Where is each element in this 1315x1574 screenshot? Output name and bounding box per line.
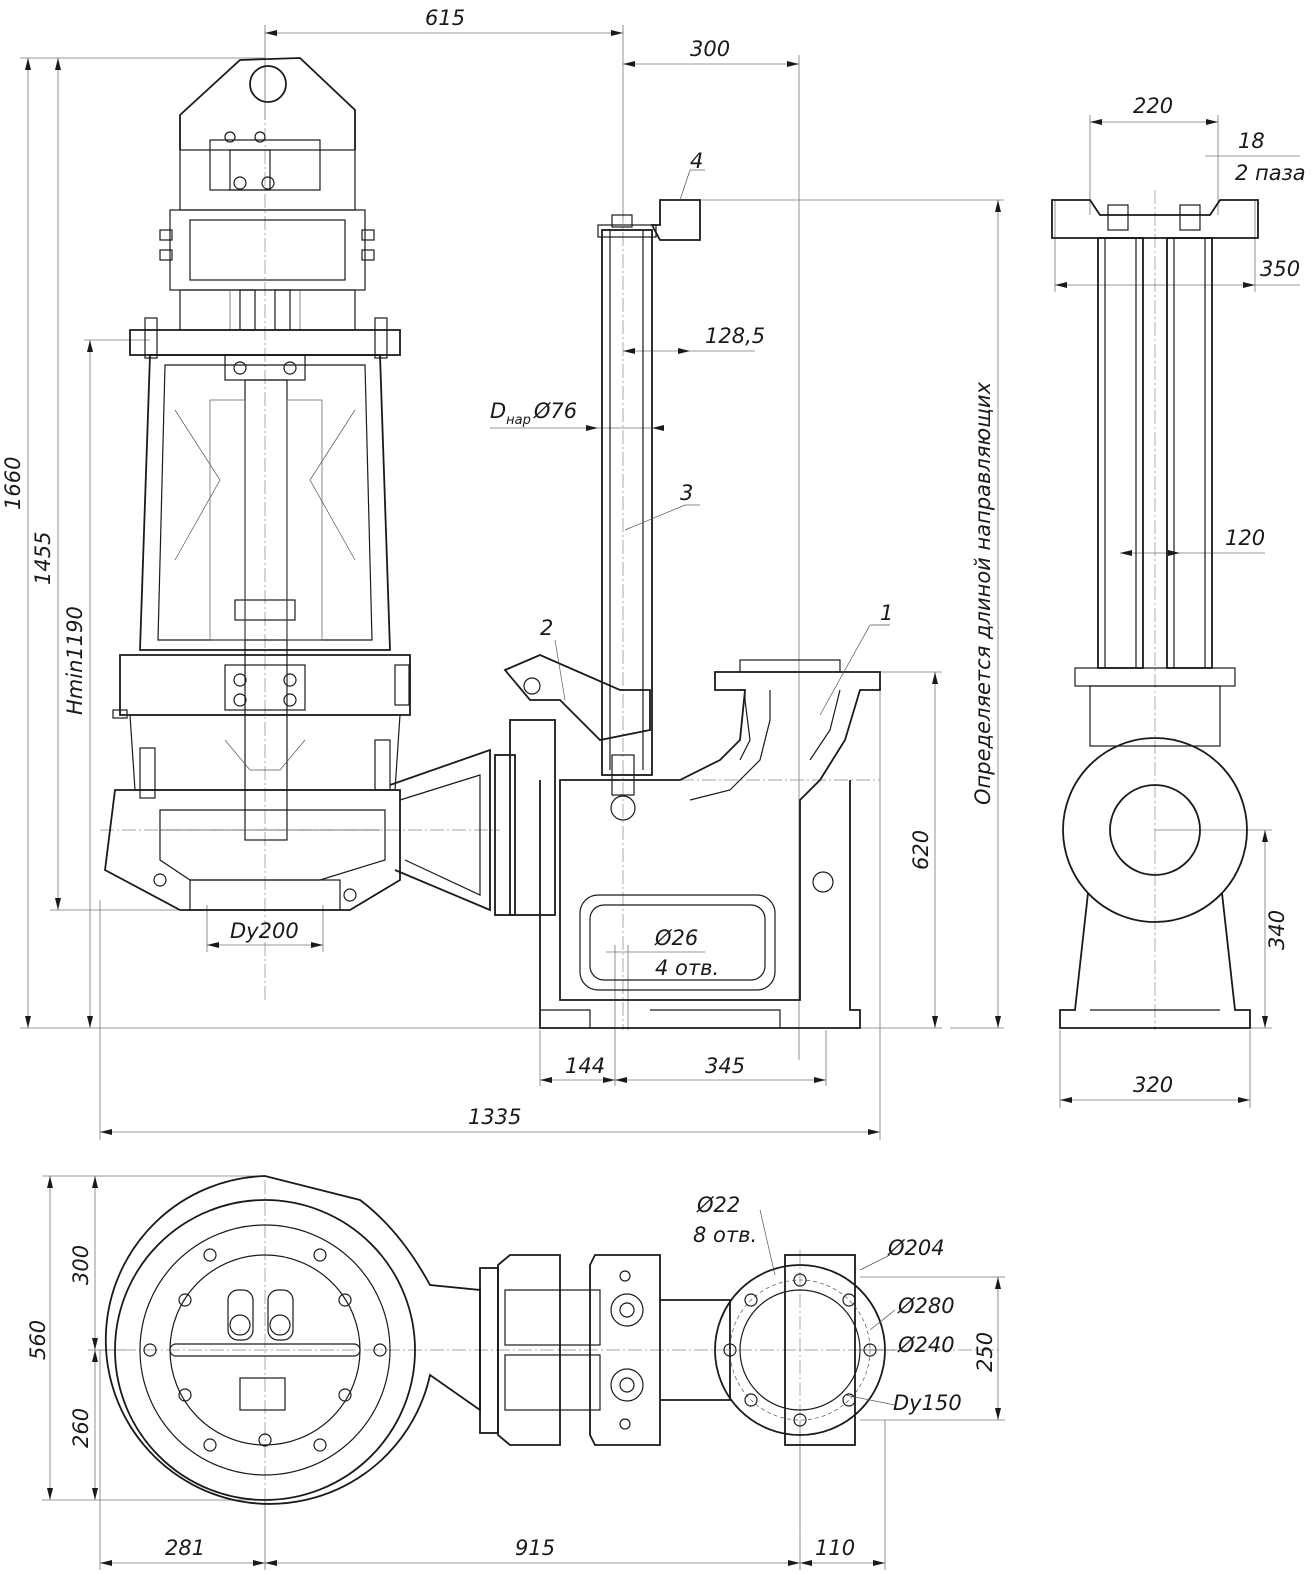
callout-1: 1 (880, 601, 893, 625)
side-view: 220 18 2 паза 350 120 340 320 (1051, 94, 1306, 1108)
side-body (1051, 190, 1259, 1030)
dim-dy200: Dy200 (230, 919, 299, 943)
coupling-assembly (494, 199, 881, 1029)
d-value: Ø76 (533, 399, 577, 423)
callout-4: 4 (690, 149, 703, 173)
side-dimension-lines (1054, 115, 1300, 1108)
dim-8-holes: 8 отв. (693, 1223, 757, 1247)
plan-body (100, 1175, 1000, 1570)
dim-281: 281 (165, 1536, 205, 1560)
dim-250: 250 (973, 1332, 997, 1372)
plan-view: 560 300 260 281 915 110 Ø22 8 отв. Ø204 … (26, 1175, 1005, 1570)
d-subscript: нар (506, 413, 531, 428)
dim-300: 300 (690, 37, 730, 61)
dim-220: 220 (1133, 94, 1173, 118)
dim-4-holes: 4 отв. (655, 956, 719, 980)
dim-18: 18 (1238, 129, 1265, 153)
guide-length-note: Определяется длиной направляющих (971, 381, 995, 805)
dim-2-slots: 2 паза (1235, 161, 1306, 185)
dim-1335: 1335 (468, 1105, 521, 1129)
dim-345: 345 (705, 1054, 745, 1078)
dim-350: 350 (1260, 257, 1300, 281)
dim-d280: Ø280 (897, 1294, 955, 1318)
side-arrows (1055, 119, 1268, 1103)
dim-260: 260 (69, 1408, 93, 1448)
dim-d22: Ø22 (696, 1193, 740, 1217)
callout-3: 3 (680, 481, 693, 505)
dim-d26: Ø26 (654, 926, 698, 950)
dim-dy150: Dy150 (893, 1391, 962, 1415)
dim-144: 144 (565, 1054, 605, 1078)
callout-2: 2 (540, 616, 553, 640)
dim-915: 915 (515, 1536, 555, 1560)
dim-300-plan: 300 (69, 1245, 93, 1285)
dim-1455: 1455 (31, 532, 55, 585)
plan-arrows (47, 1176, 1001, 1566)
dim-340: 340 (1265, 910, 1289, 950)
front-dimension-lines (20, 25, 1004, 1140)
dim-1660: 1660 (1, 457, 25, 510)
plan-dimension-lines (42, 1175, 1005, 1570)
dim-320: 320 (1133, 1073, 1173, 1097)
d-letter: D (490, 399, 506, 423)
front-dimension-arrows (25, 30, 1001, 1135)
dim-620: 620 (909, 830, 933, 870)
dim-d204: Ø204 (887, 1236, 945, 1260)
dim-615: 615 (425, 6, 465, 30)
dim-120: 120 (1225, 526, 1265, 550)
callout-leaders (554, 169, 890, 716)
dim-560: 560 (26, 1320, 50, 1360)
pump-assembly (104, 57, 491, 912)
dim-128-5: 128,5 (705, 324, 765, 348)
front-view: 615 300 1660 1455 Hmin1190 620 Dy200 Ø26… (1, 6, 1004, 1140)
dim-110: 110 (815, 1536, 855, 1560)
dim-d240: Ø240 (897, 1333, 955, 1357)
dim-hmin1190: Hmin1190 (63, 606, 87, 715)
